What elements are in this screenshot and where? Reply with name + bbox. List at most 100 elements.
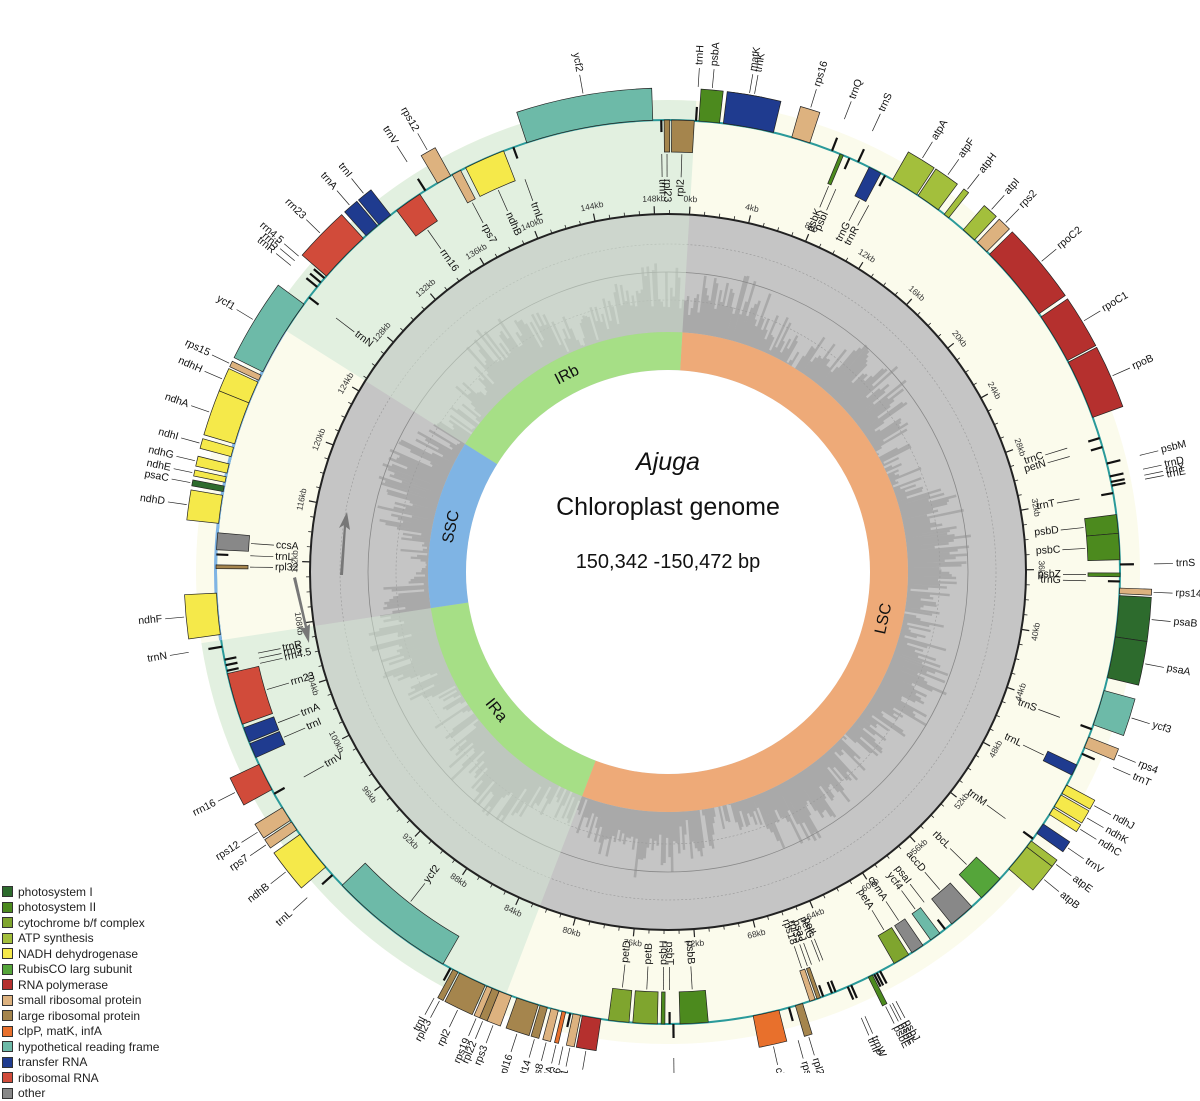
gene-label: trnL	[273, 908, 295, 929]
gene-leader	[1113, 767, 1130, 775]
gene-label: rpl23	[661, 179, 673, 203]
gene-mark	[608, 988, 631, 1022]
legend-item: RubisCO larg subunit	[2, 962, 222, 978]
gene-leader	[896, 1001, 905, 1018]
gene-leader	[1056, 864, 1071, 875]
legend-item: large ribosomal protein	[2, 1008, 222, 1024]
gene-mark	[664, 120, 670, 152]
gene-leader	[890, 1004, 899, 1021]
gene-label: trnV	[380, 124, 400, 147]
axis-tick	[719, 214, 720, 218]
gene-label: rpl14	[516, 1059, 534, 1073]
gene-label: trnS	[876, 91, 895, 114]
gene-mark	[1119, 588, 1151, 595]
gene-mark	[661, 992, 665, 1024]
gene-leader	[174, 469, 193, 473]
gene-label: rrn23	[283, 196, 309, 222]
gene-mark	[696, 107, 697, 121]
gene-leader	[773, 1046, 777, 1065]
legend-swatch	[2, 1072, 13, 1083]
gene-label: psbC	[1036, 544, 1062, 557]
gene-label: ndhH	[177, 354, 205, 375]
gene-leader	[1143, 465, 1162, 469]
gene-leader	[809, 1037, 815, 1055]
gene-mark	[217, 533, 250, 552]
gene-mark	[1088, 573, 1120, 577]
gene-leader	[844, 101, 851, 119]
gene-label: ccsA	[276, 539, 300, 553]
legend-swatch	[2, 1088, 13, 1099]
gene-leader	[552, 1045, 556, 1063]
gene-label: rpoC2	[1055, 224, 1085, 252]
gene-label: psbA	[708, 42, 722, 67]
gene-mark	[679, 990, 708, 1024]
gene-label: rpl16	[497, 1053, 516, 1073]
gene-leader	[1152, 620, 1171, 622]
gene-leader	[176, 456, 194, 460]
gene-label: atpI	[1002, 176, 1023, 197]
gene-leader	[191, 406, 209, 412]
gene-leader	[181, 438, 199, 443]
gene-leader	[425, 998, 434, 1015]
gene-mark	[216, 565, 248, 569]
gene-label: ndhF	[138, 613, 163, 627]
gene-leader	[948, 159, 959, 175]
gene-label: psaB	[1173, 616, 1198, 630]
legend-swatch	[2, 917, 13, 928]
gene-leader	[212, 355, 229, 363]
gene-label: ndhD	[139, 492, 166, 507]
legend-label: photosystem I	[18, 885, 93, 899]
gene-leader	[1145, 664, 1164, 668]
gene-mark	[185, 593, 221, 639]
gene-label: psbB	[684, 940, 697, 965]
gene-leader	[750, 74, 753, 93]
gene-label: rpoC1	[1100, 289, 1131, 314]
gene-label: ndhB	[245, 881, 272, 906]
axis-tick	[1023, 524, 1027, 525]
gene-leader	[306, 220, 320, 233]
gene-leader	[1118, 755, 1136, 762]
gene-leader	[242, 832, 258, 842]
genome-length: 150,342 -150,472 bp	[576, 551, 761, 573]
gene-label: rps14	[1175, 587, 1200, 600]
legend-item: clpP, matK, infA	[2, 1024, 222, 1040]
gene-leader	[1144, 471, 1163, 475]
gene-label: trnE	[1165, 465, 1186, 480]
gene-leader	[170, 652, 189, 655]
gene-label: psbH	[657, 940, 669, 965]
gene-label: ndhI	[157, 426, 180, 443]
gene-label: trnI	[336, 160, 355, 179]
gene-label: atpA	[929, 118, 951, 143]
gene-label: rpoB	[1130, 352, 1155, 372]
gene-mark	[699, 89, 723, 123]
gene-label: trnH	[693, 45, 706, 66]
gene-leader	[250, 845, 266, 856]
gene-leader	[165, 617, 184, 619]
gene-leader	[397, 146, 407, 162]
legend-item: ATP synthesis	[2, 931, 222, 947]
gene-label: ycf1	[215, 293, 238, 313]
gene-leader	[1154, 592, 1173, 593]
gene-leader	[886, 1007, 895, 1024]
gene-leader	[755, 75, 758, 94]
gene-mark	[1115, 596, 1151, 642]
gene-leader	[698, 68, 699, 87]
gene-label: trnG	[1040, 574, 1061, 586]
gene-leader	[486, 1025, 493, 1043]
axis-tick	[619, 927, 620, 931]
gene-label: rpl32	[275, 561, 299, 573]
gene-leader	[1132, 718, 1150, 724]
legend-swatch	[2, 964, 13, 975]
gene-label: clpP	[773, 1067, 789, 1073]
gene-leader	[1084, 311, 1100, 321]
gene-leader	[1042, 249, 1057, 261]
gene-leader	[922, 142, 932, 158]
gene-leader	[352, 178, 364, 193]
gene-leader	[218, 793, 235, 802]
gene-leader	[872, 114, 880, 131]
legend-item: hypothetical reading frame	[2, 1039, 222, 1055]
gene-label: atpE	[1070, 873, 1094, 896]
genus-name: Ajuga	[634, 448, 700, 476]
gene-label: rpl2	[674, 179, 687, 197]
